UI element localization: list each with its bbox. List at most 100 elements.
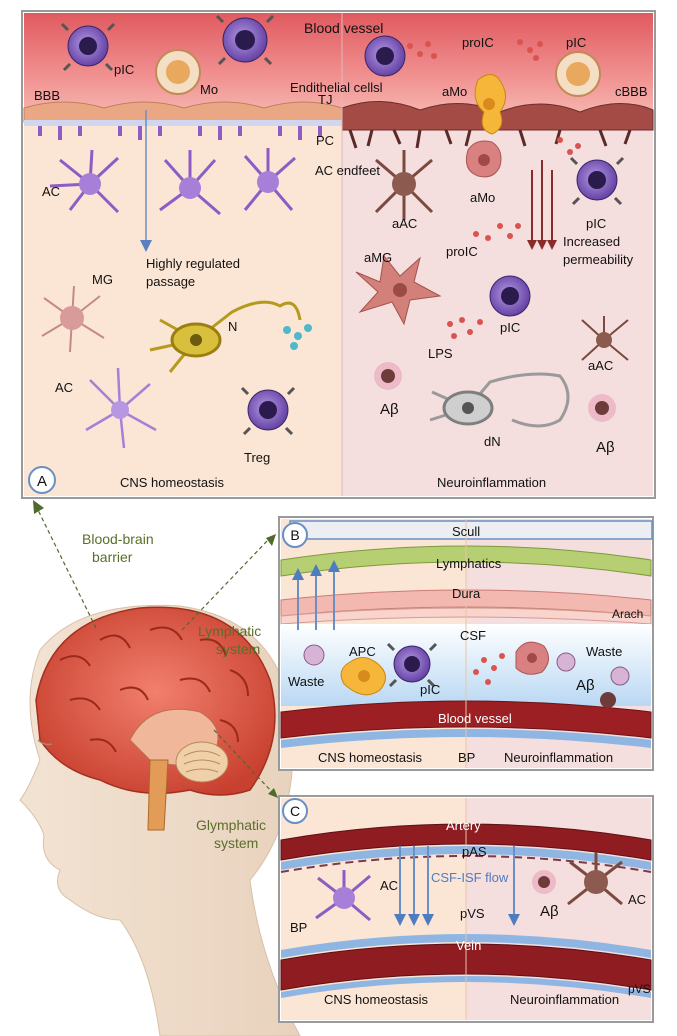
footer-c-left: CNS homeostasis [324,992,429,1007]
lps-particles [447,317,483,339]
label-csf-isf-flow: CSF-ISF flow [431,870,509,885]
label-treg: Treg [244,450,270,465]
label-lymph-line1: Lymphatic [198,623,261,639]
pic-cell-center [489,275,531,317]
mo-cell-top [155,49,201,95]
label-scull: Scull [452,524,480,539]
footer-b-right: Neuroinflammation [504,750,613,765]
label-pic-left: pIC [114,62,134,77]
flow-arrows-left [394,846,434,926]
permeability-arrows [527,160,557,250]
label-pic-b: pIC [420,682,440,697]
label-glym-line2: system [214,835,258,851]
label-pvs-right: pVS [628,982,651,996]
label-abeta-left: Aβ [380,401,399,418]
label-bp-c: BP [290,920,307,935]
waste-right [556,652,630,686]
label-mg: MG [92,272,113,287]
label-apc: APC [349,644,376,659]
footer-c-right: Neuroinflammation [510,992,619,1007]
flow-arrow-right [508,846,520,926]
endothelial-layer-left [23,101,343,140]
label-ac-c-left: AC [380,878,398,893]
footer-a-left: CNS homeostasis [120,475,225,490]
degenerating-neuron [429,372,570,428]
neuron-left [149,300,302,373]
label-abeta-c: Aβ [540,903,559,920]
label-pic-center: pIC [500,320,520,335]
label-bbb-line1: Blood-brain [82,531,154,547]
pic-cell-vessel-right [364,35,406,77]
panel-b-badge-circle [282,522,308,548]
label-vein: Vein [456,938,481,953]
label-passage: passage [146,274,195,289]
label-waste-left: Waste [288,674,324,689]
abeta-plaque-b [600,692,616,708]
proic-particles-b [473,653,505,685]
label-artery: Artery [446,818,481,833]
vein-wall [281,934,651,958]
label-waste-right: Waste [586,644,622,659]
pic-cell-top-left [60,22,116,72]
amo-cell-top [474,74,506,135]
drainage-arrows [292,560,340,630]
head-illustration [19,604,301,1036]
label-lymphatics: Lymphatics [436,556,502,571]
label-blood-vessel-b: Blood vessel [438,711,512,726]
label-n: N [228,319,237,334]
vessel-wall-b [281,729,651,748]
cerebellum [175,741,229,783]
label-cbbb: cBBB [615,84,648,99]
label-pic-right-top: pIC [566,35,586,50]
label-ac-c-right: AC [628,892,646,907]
astrocyte-top-left [49,149,120,214]
label-abeta-right: Aβ [596,439,615,456]
mo-cell-top-right [555,51,601,97]
panel-b: B Scull Lymphatics Dura Arach CSF APC Wa… [278,516,654,771]
label-ac-bottom: AC [55,380,73,395]
label-endothelial: Endithelial cellsl [290,80,383,95]
panel-c: C Artery pAS AC CSF-ISF flow Aβ AC pVS B… [278,795,654,1023]
label-ac-top: AC [42,184,60,199]
panel-a-badge-circle [28,466,56,494]
proic-particles-top [407,39,543,61]
panel-c-badge: C [290,803,300,819]
brain-folds [59,626,249,753]
footer-b-left: CNS homeostasis [318,750,423,765]
panel-a: A Blood vessel pIC Mo Endithelial cellsl… [21,10,656,499]
label-tj: TJ [318,92,332,107]
astrocyte-top-mid [159,150,221,216]
artery-wall [281,846,651,870]
amo-cell-mid [465,140,502,178]
label-glym-line1: Glymphatic [196,817,266,833]
microglia-left [41,285,105,353]
head-labels: Blood-brain barrier Lymphatic system Gly… [33,500,278,851]
panel-b-badge: B [290,527,299,543]
brainstem [147,759,169,831]
label-ac-endfeet: AC endfeet [315,163,380,178]
label-bp-b: BP [458,750,475,765]
label-bbb: BBB [34,88,60,103]
label-amo-top: aMo [442,84,467,99]
apc-cell [340,657,386,696]
label-lymph-line2: system [216,641,260,657]
label-dn: dN [484,434,501,449]
label-bbb-line2: barrier [92,549,133,565]
amg-cell [355,254,442,326]
label-pic-right-mid: pIC [586,216,606,231]
label-arach: Arach [612,607,643,621]
neurotransmitter-dots [283,324,312,350]
astrocyte-bottom-left [85,367,157,449]
label-lps: LPS [428,346,453,361]
vein-outer-wall [281,976,651,998]
label-pc: PC [316,133,334,148]
label-aac: aAC [392,216,417,231]
label-abeta-b: Aβ [576,677,595,694]
label-highly-regulated: Highly regulated [146,256,240,271]
eye-line [37,739,53,746]
proic-particles-mid [473,137,581,241]
label-dura: Dura [452,586,481,601]
abeta-plaque-left [374,362,402,390]
reactive-astrocyte-right [581,316,629,361]
